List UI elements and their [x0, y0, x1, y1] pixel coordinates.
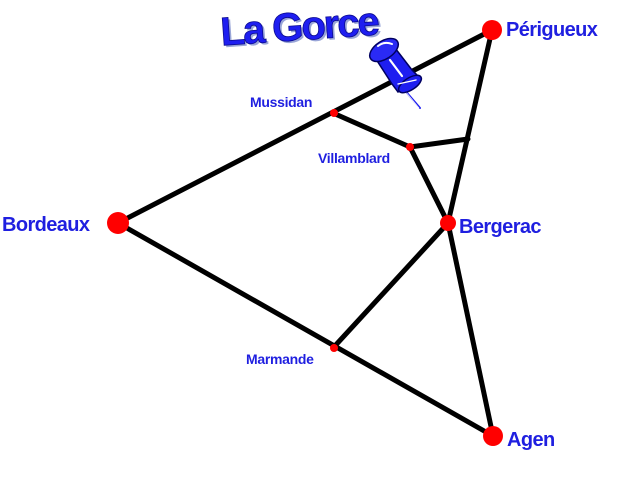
town-dot-villamblard	[406, 143, 414, 151]
map-title: La Gorce La Gorce	[219, 0, 382, 56]
city-label-bergerac: Bergerac	[459, 216, 541, 238]
city-label-perigueux: Périgueux	[506, 19, 598, 41]
city-dot-bordeaux	[107, 212, 129, 234]
city-label-agen: Agen	[507, 429, 555, 451]
road-perigueux-bergerac	[445, 27, 495, 226]
road-villamblard-junction	[407, 136, 471, 150]
road-mussidan-villamblard	[330, 110, 413, 150]
town-dot-marmande	[330, 344, 338, 352]
city-dot-perigueux	[482, 20, 502, 40]
road-villamblard-bergerac	[407, 144, 451, 226]
road-marmande-bergerac	[330, 220, 451, 351]
city-dot-bergerac	[440, 215, 456, 231]
city-label-bordeaux: Bordeaux	[2, 214, 90, 236]
road-network	[115, 27, 496, 439]
town-label-marmande: Marmande	[246, 351, 314, 367]
city-dot-agen	[483, 426, 503, 446]
town-dot-mussidan	[330, 109, 338, 117]
town-label-villamblard: Villamblard	[318, 150, 390, 166]
pushpin-icon	[368, 37, 423, 109]
road-bordeaux-agen	[115, 220, 496, 439]
town-label-mussidan: Mussidan	[250, 94, 312, 110]
road-bordeaux-perigueux	[115, 27, 495, 226]
road-bergerac-agen	[445, 220, 496, 439]
